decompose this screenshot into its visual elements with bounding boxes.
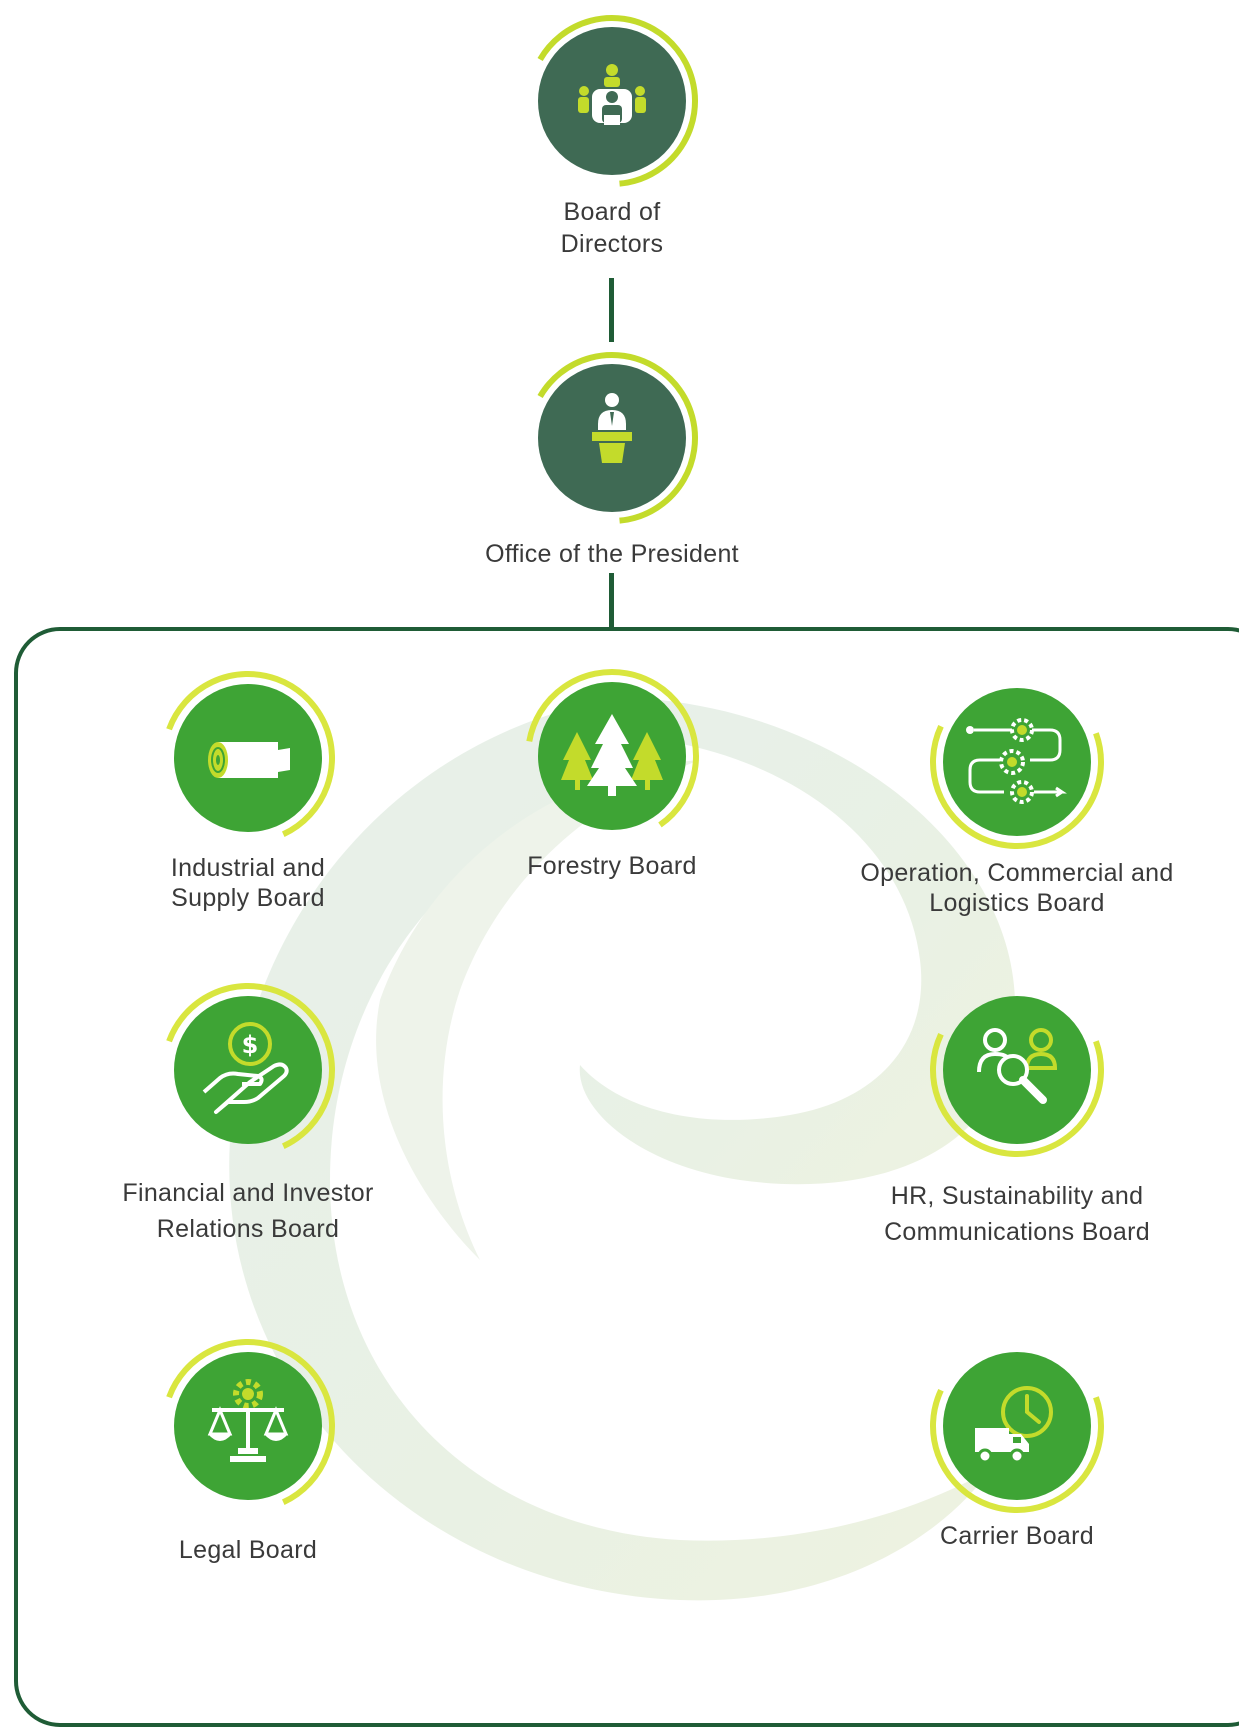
svg-text:$: $ xyxy=(242,1031,259,1059)
hand-money-icon: $ xyxy=(202,1022,289,1114)
connector-president-boards xyxy=(609,573,614,631)
office-of-president-node xyxy=(522,348,702,528)
legal-node xyxy=(158,1336,338,1516)
operation-commercial-logistics-node xyxy=(927,672,1107,852)
process-gears-icon xyxy=(966,718,1067,804)
accent-ring xyxy=(930,1339,1104,1513)
label-line1: Industrial and xyxy=(170,854,326,882)
hr-sustainability-node xyxy=(927,980,1107,1160)
forestry-node xyxy=(522,666,702,846)
label-line2: Communications Board xyxy=(884,1218,1150,1246)
label-line1: Financial and Investor xyxy=(122,1179,374,1207)
truck-clock-icon xyxy=(975,1386,1053,1464)
people-search-icon xyxy=(977,1028,1058,1104)
board-of-directors-label: Board of Directors xyxy=(512,196,712,260)
label-line1: Board of xyxy=(563,198,661,226)
accent-ring xyxy=(161,983,335,1157)
industrial-supply-node xyxy=(158,668,338,848)
label-line1: HR, Sustainability and xyxy=(890,1182,1144,1210)
label-line2: Directors xyxy=(560,230,664,258)
scales-gear-icon xyxy=(207,1379,289,1462)
label-line2: Relations Board xyxy=(156,1215,340,1243)
label-line2: Supply Board xyxy=(171,884,325,912)
watermark-logo xyxy=(229,695,1016,1601)
label-line1: Operation, Commercial and xyxy=(860,859,1174,887)
label-line1: Forestry Board xyxy=(527,852,697,880)
label-line1: Legal Board xyxy=(178,1536,318,1564)
office-of-president-label: Office of the President xyxy=(485,540,739,568)
label-line2: Logistics Board xyxy=(929,889,1105,917)
pine-trees-icon xyxy=(561,714,663,796)
carrier-node xyxy=(927,1336,1107,1516)
board-label: Legal Board xyxy=(98,1534,398,1566)
meeting-table-icon xyxy=(578,64,646,125)
board-label: Operation, Commercial and Logistics Boar… xyxy=(817,858,1217,918)
board-of-directors-node xyxy=(522,11,702,191)
board-label: HR, Sustainability and Communications Bo… xyxy=(817,1178,1217,1250)
financial-investor-node: $ xyxy=(158,980,338,1160)
board-label: Financial and Investor Relations Board xyxy=(98,1175,398,1247)
board-label: Carrier Board xyxy=(867,1520,1167,1552)
board-label: Forestry Board xyxy=(462,850,762,882)
label-line1: Carrier Board xyxy=(940,1522,1094,1550)
log-icon xyxy=(208,742,290,778)
board-label: Industrial and Supply Board xyxy=(98,853,398,913)
podium-speaker-icon xyxy=(592,393,632,463)
connector-directors-president xyxy=(609,278,614,342)
